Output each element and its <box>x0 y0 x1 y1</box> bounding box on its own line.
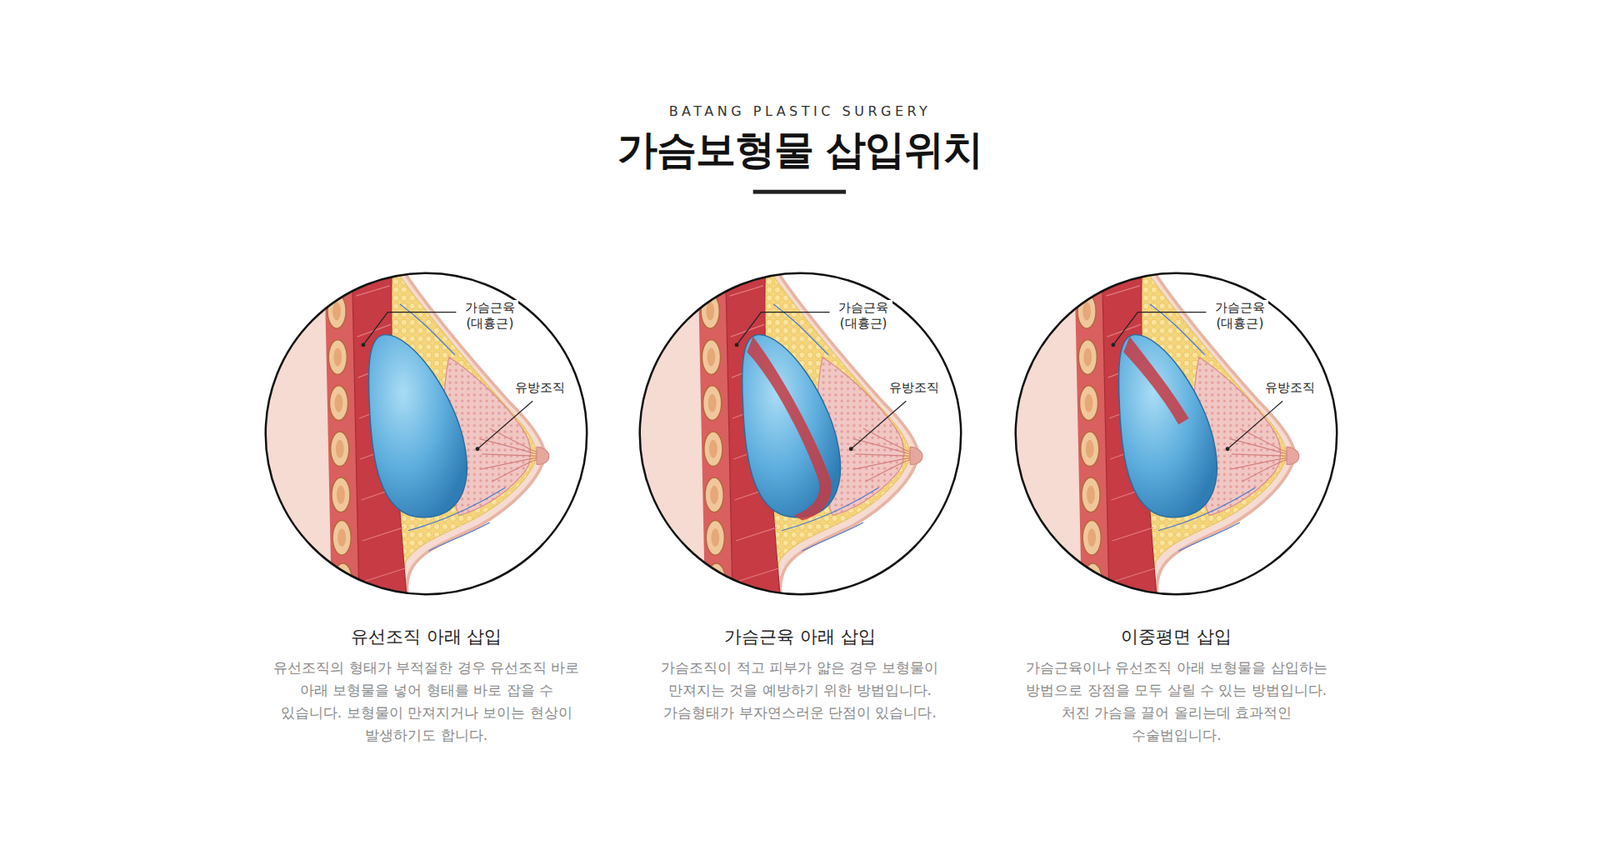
circle-border <box>265 273 587 595</box>
illustration-part <box>477 400 533 450</box>
caption-block: 이중평면 삽입가슴근육이나 유선조직 아래 보형물을 삽입하는 방법으로 장점을… <box>1018 625 1335 747</box>
breast-illustration <box>255 265 597 605</box>
circle-outline <box>263 270 590 597</box>
illustration-part <box>363 312 456 345</box>
circle-outline <box>637 270 964 597</box>
part-label: 유방조직 <box>1265 380 1315 396</box>
illustration-part <box>1113 312 1206 345</box>
circle-node: 이중평면 삽입가슴근육이나 유선조직 아래 보형물을 삽입하는 방법으로 장점을… <box>1013 270 1340 597</box>
illustration-part <box>475 446 480 451</box>
caption-block: 가슴근육 아래 삽입가슴조직이 적고 피부가 얇은 경우 보형물이 만져지는 것… <box>641 625 959 725</box>
caption-body: 가슴근육이나 유선조직 아래 보형물을 삽입하는 방법으로 장점을 모두 살릴 … <box>1018 656 1335 747</box>
breast-illustration <box>1005 265 1347 605</box>
circle-node: 가슴근육 아래 삽입가슴조직이 적고 피부가 얇은 경우 보형물이 만져지는 것… <box>637 270 964 597</box>
muscle-layer <box>746 336 831 520</box>
caption-heading: 유선조직 아래 삽입 <box>268 625 585 649</box>
part-label: 가슴근육 (대흉근) <box>1210 300 1269 332</box>
circle-border <box>1015 273 1337 595</box>
illustration-part <box>736 312 830 345</box>
part-label: 가슴근육 (대흉근) <box>460 300 519 332</box>
illustration-part <box>1225 446 1230 451</box>
illustration-part <box>735 342 740 347</box>
illustration-part <box>1005 265 1347 605</box>
muscle-layer <box>1123 336 1189 425</box>
part-label: 유방조직 <box>889 380 940 396</box>
circle-node: 유선조직 아래 삽입유선조직의 형태가 부적절한 경우 유선조직 바로 아래 보… <box>263 270 590 597</box>
caption-body: 유선조직의 형태가 부적절한 경우 유선조직 바로 아래 보형물을 넣어 형태를… <box>268 656 585 747</box>
part-label: 가슴근육 (대흉근) <box>835 300 893 332</box>
brand-label: BATANG PLASTIC SURGERY <box>0 103 1600 120</box>
circle-outline <box>1013 270 1340 597</box>
circle-border <box>639 273 960 595</box>
illustration-part <box>849 446 854 451</box>
page-title: 가슴보형물 삽입위치 <box>0 125 1600 174</box>
illustration-part <box>1110 342 1115 347</box>
caption-heading: 이중평면 삽입 <box>1018 625 1335 649</box>
leader-dots <box>360 342 1230 451</box>
part-label: 유방조직 <box>515 380 565 396</box>
leader-lines <box>363 312 1283 450</box>
caption-block: 유선조직 아래 삽입유선조직의 형태가 부적절한 경우 유선조직 바로 아래 보… <box>268 625 585 747</box>
breast-illustration <box>628 265 970 605</box>
illustration-part <box>1227 400 1283 450</box>
title-underline <box>753 190 846 195</box>
caption-heading: 가슴근육 아래 삽입 <box>641 625 959 649</box>
caption-body: 가슴조직이 적고 피부가 얇은 경우 보형물이 만져지는 것을 예방하기 위한 … <box>641 656 959 725</box>
illustration-part <box>628 265 970 605</box>
illustration-part <box>850 400 906 450</box>
illustration-part <box>360 342 365 347</box>
